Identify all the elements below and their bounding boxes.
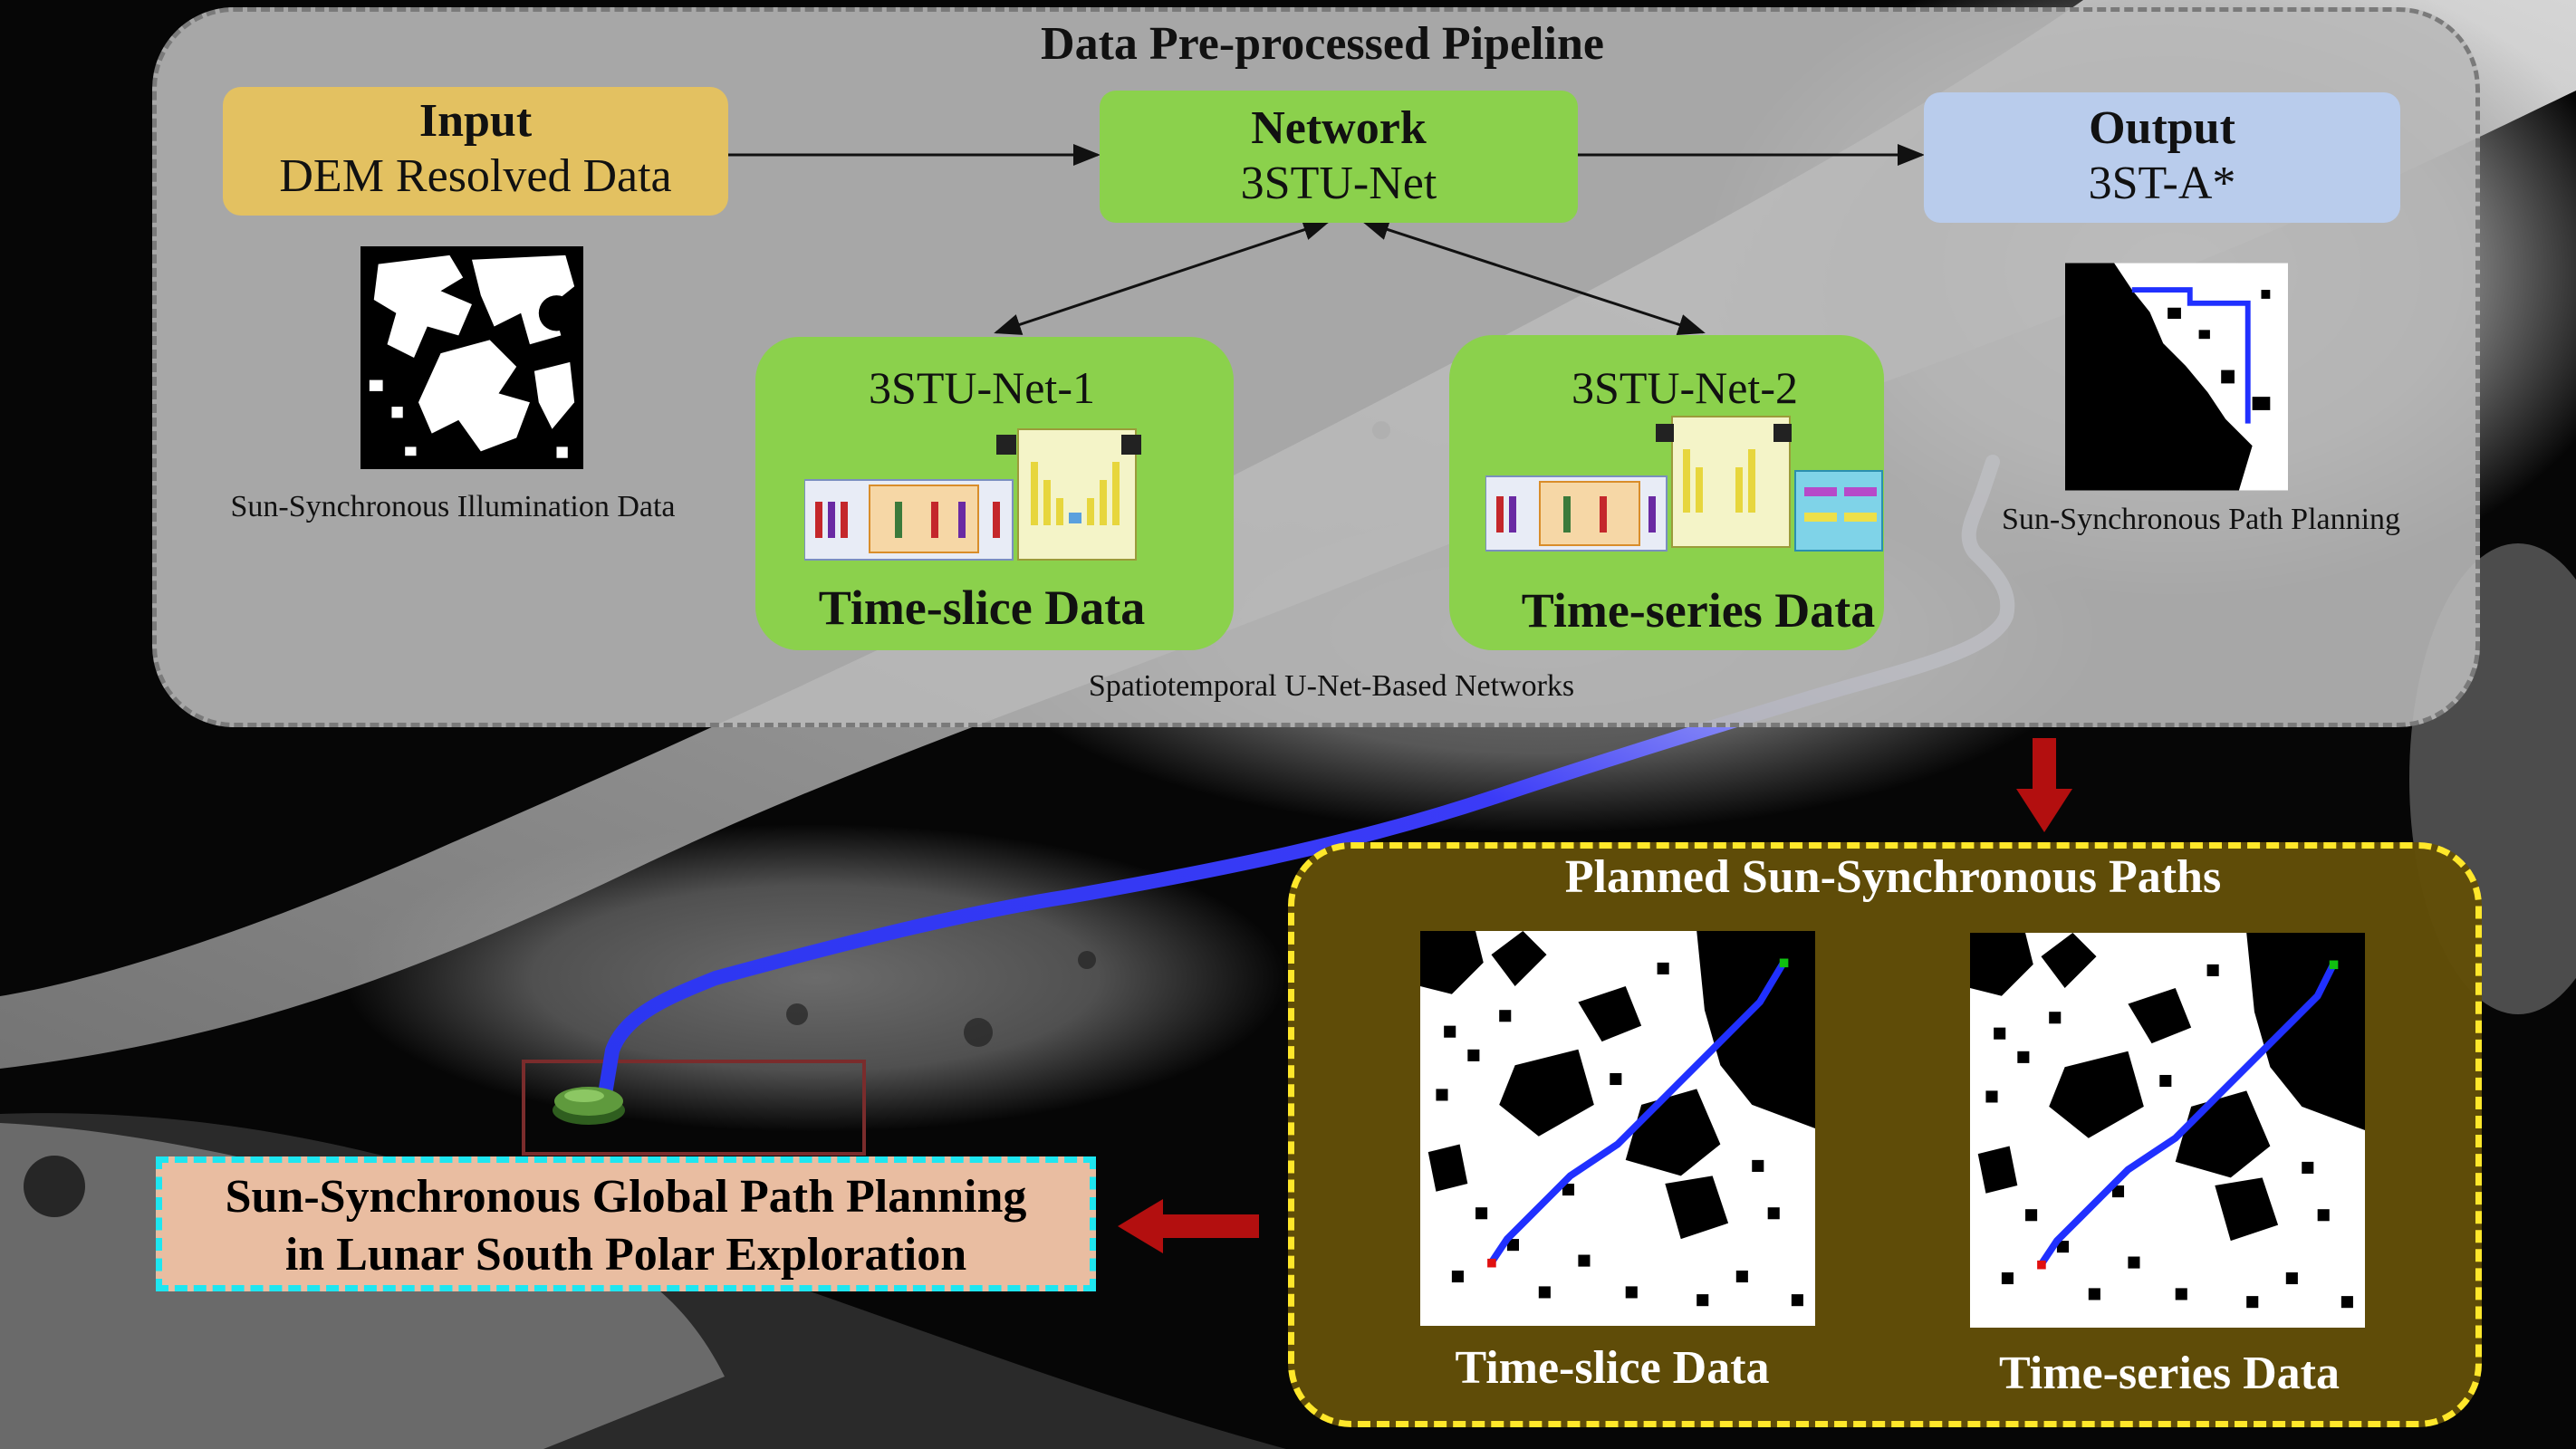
net1-title: 3STU-Net-1 bbox=[869, 362, 1095, 413]
networks-caption: Spatiotemporal U-Net-Based Networks bbox=[1088, 669, 1575, 703]
network-box: Network 3STU-Net bbox=[1100, 91, 1578, 223]
net2-caption: Time-series Data bbox=[1521, 583, 1876, 638]
net2-architecture-diagram bbox=[1485, 416, 1883, 552]
time-slice-path-map-image bbox=[1420, 931, 1815, 1326]
rover-icon bbox=[553, 1087, 625, 1125]
illumination-map-image bbox=[360, 246, 583, 469]
planned-title: Planned Sun-Synchronous Paths bbox=[1564, 851, 2222, 903]
input-caption: Sun-Synchronous Illumination Data bbox=[230, 490, 676, 523]
output-caption: Sun-Synchronous Path Planning bbox=[2001, 503, 2401, 536]
time-series-path-map-image bbox=[1970, 933, 2365, 1328]
net2-title: 3STU-Net-2 bbox=[1572, 362, 1798, 413]
input-heading: Input bbox=[418, 95, 533, 147]
red-down-arrow-icon bbox=[2016, 738, 2072, 832]
final-line-2: in Lunar South Polar Exploration bbox=[284, 1229, 967, 1281]
output-heading: Output bbox=[2089, 102, 2235, 154]
planned-left-caption: Time-slice Data bbox=[1455, 1342, 1770, 1394]
network-heading: Network bbox=[1251, 102, 1427, 154]
pipeline-title: Data Pre-processed Pipeline bbox=[1041, 18, 1604, 70]
input-subtitle: DEM Resolved Data bbox=[279, 150, 672, 202]
net2-bidirectional-arrow bbox=[1361, 218, 1706, 336]
planned-right-caption: Time-series Data bbox=[1999, 1348, 2340, 1399]
region-marker-rectangle bbox=[522, 1060, 866, 1156]
output-path-map-image bbox=[2065, 263, 2288, 491]
output-box: Output 3ST-A* bbox=[1924, 92, 2400, 223]
network-subtitle: 3STU-Net bbox=[1240, 158, 1437, 209]
final-goal-box: Sun-Synchronous Global Path Planning in … bbox=[156, 1156, 1096, 1291]
red-left-arrow-icon bbox=[1118, 1199, 1259, 1253]
output-subtitle: 3ST-A* bbox=[2088, 158, 2236, 209]
net1-bidirectional-arrow bbox=[994, 219, 1331, 335]
input-box: Input DEM Resolved Data bbox=[223, 87, 728, 216]
final-line-1: Sun-Synchronous Global Path Planning bbox=[225, 1171, 1027, 1223]
net1-caption: Time-slice Data bbox=[818, 581, 1146, 635]
net1-architecture-diagram bbox=[804, 428, 1141, 561]
